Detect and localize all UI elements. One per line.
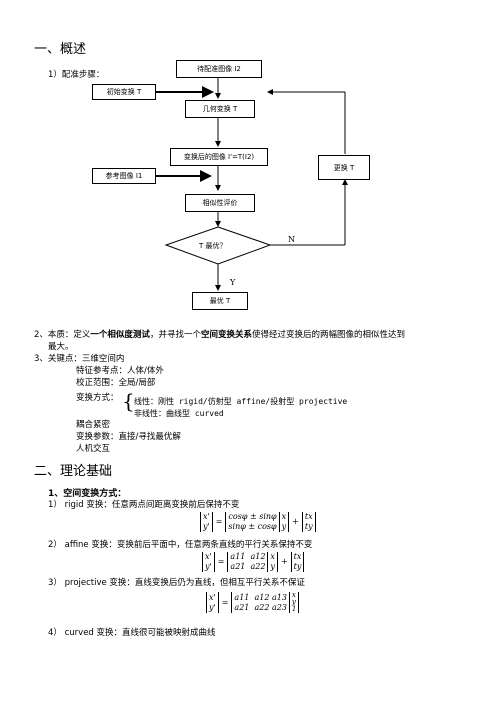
- flow-yes-label: Y: [230, 278, 236, 287]
- key-point-range: 校正范围：全局/局部: [76, 378, 156, 388]
- transform-linear: 线性：刚性 rigid/仿射型 affine/投射型 projective: [134, 397, 348, 406]
- flow-initial-transform: 初始变换 T: [92, 84, 156, 100]
- subsection-spatial-transform: 1、空间变换方式：: [48, 489, 127, 499]
- flow-best-transform: 最优 T: [192, 292, 248, 310]
- essence-line: 2、本质：定义一个相似度测试，并寻找一个空间变换关系使得经过变换后的两幅图像的相…: [34, 330, 405, 340]
- section-title-theory: 二、理论基础: [34, 464, 113, 479]
- transform-nonlinear: 非线性：曲线型 curved: [134, 409, 224, 418]
- key-point-coupling: 耦合紧密: [76, 420, 111, 430]
- item-projective: 3） projective 变换：直线变换后仍为直线，但相互平行关系不保证: [48, 578, 305, 588]
- essence-continuation: 最大。: [48, 342, 74, 352]
- key-point-interaction: 人机交互: [76, 444, 111, 454]
- flow-update-transform: 更换 T: [318, 155, 370, 180]
- item-affine: 2） affine 变换：变换前后平面中，任意两条直线的平行关系保持不变: [48, 540, 313, 550]
- key-points-title: 3、关键点：三维空间内: [34, 354, 125, 364]
- flow-no-label: N: [288, 235, 295, 244]
- flow-similarity-evaluation: 相似性评价: [185, 194, 255, 212]
- item-curved: 4） curved 变换：直线很可能被映射成曲线: [48, 628, 216, 638]
- flow-reference-image: 参考图像 I1: [92, 168, 156, 184]
- key-point-feature: 特征参考点：人体/体外: [76, 366, 164, 376]
- key-point-transform-label: 变换方式：: [76, 393, 119, 403]
- item-rigid: 1） rigid 变换：任意两点间距离变换前后保持不变: [48, 500, 240, 510]
- flowchart-connectors: [155, 77, 348, 291]
- key-point-params: 变换参数：直接/寻找最优解: [76, 432, 181, 442]
- flow-decision-label: T 最优？: [199, 242, 227, 250]
- registration-steps-label: 1）配准步骤：: [48, 70, 105, 80]
- flow-geometric-transform: 几何变换 T: [185, 100, 255, 118]
- decision-diamond: [164, 226, 272, 265]
- flow-to-register-image: 待配准图像 I2: [176, 60, 262, 78]
- brace-icon: {: [122, 389, 135, 413]
- section-title-overview: 一、概述: [34, 42, 87, 57]
- flow-transformed-image: 变换后的图像 I'=T(I2): [170, 148, 268, 166]
